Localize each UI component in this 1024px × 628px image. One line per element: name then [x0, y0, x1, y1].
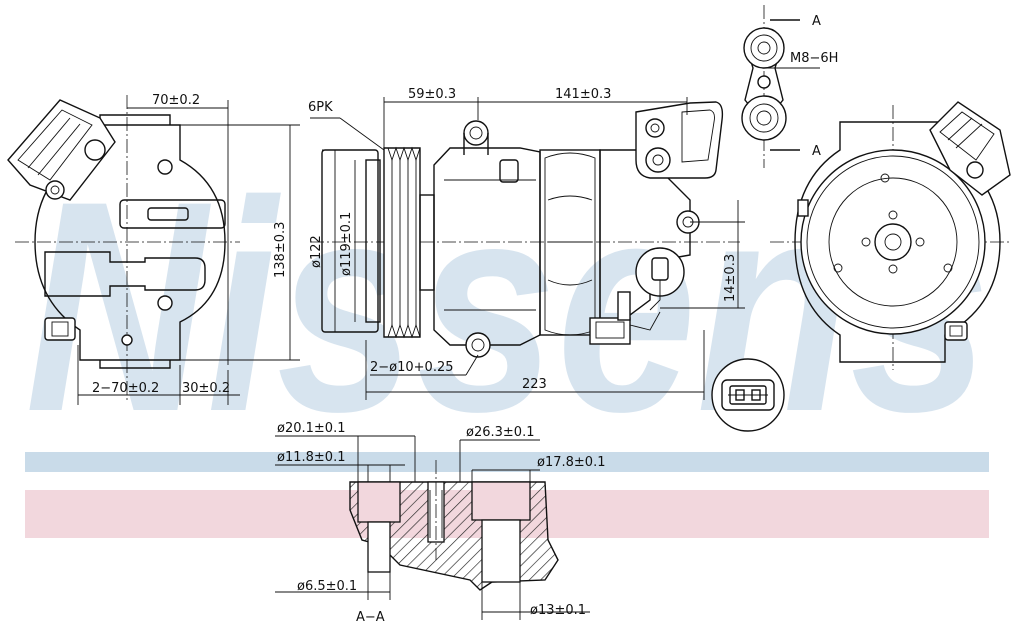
- sec-d11-8: ø11.8±0.1: [277, 450, 345, 465]
- section-title: A−A: [356, 610, 385, 625]
- sec-d13: ø13±0.1: [530, 603, 586, 618]
- sec-d26-3: ø26.3±0.1: [466, 425, 534, 440]
- dim-141: 141±0.3: [555, 87, 611, 102]
- dim-6pk: 6PK: [308, 100, 333, 115]
- left-dimension-lines: [77, 100, 300, 405]
- dim-223: 223: [522, 377, 547, 392]
- compressor-rear-view: [770, 101, 1011, 370]
- sec-d20-1: ø20.1±0.1: [277, 421, 345, 436]
- dim-138: 138±0.3: [273, 222, 288, 278]
- dim-14: 14±0.3: [723, 254, 738, 302]
- connector-detail: [711, 358, 785, 432]
- compressor-left-view: [7, 95, 240, 400]
- dim-2x70: 2−70±0.2: [92, 381, 159, 396]
- section-a-top: A: [812, 14, 821, 29]
- brand-stripe-blue: [25, 452, 989, 472]
- dim-30: 30±0.2: [182, 381, 230, 396]
- flange-detail: [741, 5, 820, 168]
- dim-d119: ø119±0.1: [339, 212, 354, 276]
- sec-d6-5: ø6.5±0.1: [297, 579, 357, 594]
- dim-70: 70±0.2: [152, 93, 200, 108]
- dim-thread: M8−6H: [790, 51, 838, 66]
- dim-59: 59±0.3: [408, 87, 456, 102]
- sec-d17-8: ø17.8±0.1: [537, 455, 605, 470]
- dim-d122: ø122: [309, 235, 324, 268]
- compressor-side-view: [310, 101, 740, 358]
- dim-2xd10: 2−ø10+0.25: [370, 360, 454, 375]
- center-dimension-lines: [310, 97, 745, 400]
- section-a-a: [275, 435, 590, 620]
- section-a-bottom: A: [812, 144, 821, 159]
